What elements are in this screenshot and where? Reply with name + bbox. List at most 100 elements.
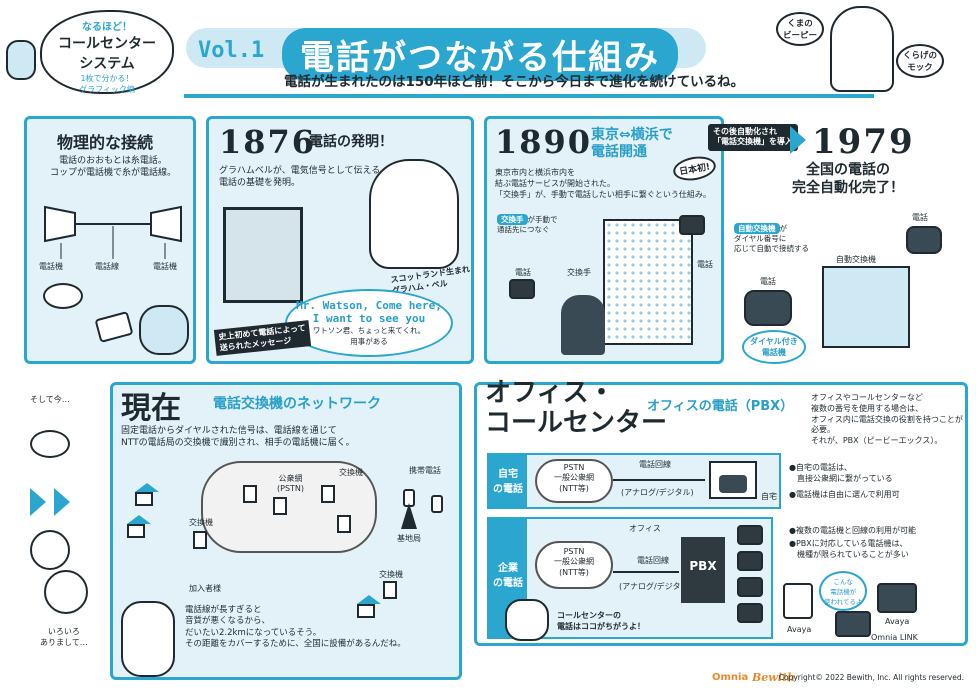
operator-badge: 交換手 xyxy=(497,214,528,225)
logo-line3: システム xyxy=(79,56,135,72)
home-phone-row: 自宅 の電話 PSTN 一般公衆網 (NTT等) 電話回線 (アナログ/デジタル… xyxy=(487,453,781,509)
physical-text: 電話のおおもとは糸電話。 コップが電話機で糸が電話線。 xyxy=(49,156,176,179)
pbx-box: PBX xyxy=(681,537,725,603)
home-line-label: 電話回線 xyxy=(639,460,671,469)
pstn-home: PSTN 一般公衆網 (NTT等) xyxy=(535,459,613,503)
switchboard-icon xyxy=(603,219,693,345)
page-title: 電話がつながる仕組み xyxy=(282,28,678,81)
cup-icon xyxy=(94,311,134,343)
physical-label-2: 電話線 xyxy=(95,262,119,271)
mobile-label: 携帯電話 xyxy=(409,466,441,475)
arrow-right-icon xyxy=(790,126,806,154)
exchange-desc-text: が ダイヤル番号に 応じて自動で接続する xyxy=(734,224,809,254)
jellyfish-side-icon xyxy=(30,430,80,500)
house-icon xyxy=(357,595,381,618)
home-bullet-2: ●電話機は自由に選んで利用可 xyxy=(789,490,900,499)
bewith-logo: Bewith xyxy=(752,671,796,684)
avaya-phone-icon xyxy=(783,583,813,619)
automation-note: その後自動化され 「電話交換機」を導入 xyxy=(708,124,798,151)
phone-l-label: 電話 xyxy=(760,277,776,286)
phone-tr-label: 電話 xyxy=(912,213,928,222)
home-line xyxy=(613,479,705,481)
dial-phone-caption: ダイヤル付き 電話機 xyxy=(742,330,806,364)
bear-character-icon xyxy=(830,6,894,92)
corp-line xyxy=(613,571,679,573)
logo-line2: コールセンター xyxy=(58,36,156,52)
logo-line4: 1枚で分かる！ xyxy=(80,74,134,83)
office-big-title: オフィス・ コールセンター xyxy=(485,378,668,438)
phone-left-icon xyxy=(509,279,535,299)
home-label: 自宅 xyxy=(761,492,777,501)
operator-figure-icon xyxy=(561,295,605,355)
operator-note-text: が手動で 通話先につなぐ xyxy=(497,215,558,234)
home-phone-label: 自宅 の電話 xyxy=(489,455,527,507)
now-big-title: 現在 xyxy=(121,391,181,426)
omnia-label: Omnia LINK xyxy=(871,633,918,642)
first-message-badge: 史上初めて電話によって 送られたメッセージ xyxy=(213,320,312,356)
exchange-desc: 自動交換機が ダイヤル番号に 応じて自動で接続する xyxy=(734,214,826,255)
logo-badge: なるほど！ コールセンター システム 1枚で分かる！ グラフィック編 xyxy=(40,10,174,94)
office-panel: オフィス・ コールセンター オフィスの電話（PBX） オフィスやコールセンターな… xyxy=(474,378,968,646)
text-1890-2: 結ぶ電話サービスが開始された。 xyxy=(495,179,615,188)
phone-left-label: 電話 xyxy=(515,268,531,277)
exchange-building-icon xyxy=(273,497,287,515)
phone-right-icon xyxy=(679,215,705,235)
office-desc: オフィスやコールセンターなど 複数の番号を使用する場合は、 オフィス内に電話交換… xyxy=(811,393,963,446)
home-bullet-1: ●自宅の電話は、 直接公衆網に繋がっている xyxy=(789,463,893,483)
corp-bullet-1: ●複数の電話機と回線の利用が可能 xyxy=(789,526,916,535)
now-side-label-2: いろいろ ありまして… xyxy=(40,627,88,647)
dial-phone-tr-icon xyxy=(906,226,942,254)
exchange-building-icon xyxy=(243,485,257,503)
year-1876: 1876 xyxy=(219,123,317,161)
physical-label-3: 電話機 xyxy=(153,262,177,271)
exchange-building-icon xyxy=(337,515,351,533)
mobile-phone-icon xyxy=(431,495,443,513)
year-1890: 1890 xyxy=(495,123,593,161)
clock-icon-2 xyxy=(44,570,88,614)
auto-exchange-label: 自動交換機 xyxy=(836,255,876,264)
office-title: オフィスの電話（PBX） xyxy=(647,399,794,414)
operator-label: 交換手 xyxy=(567,268,591,277)
avaya-label-2: Avaya xyxy=(885,617,910,626)
kuma-label: くまの ビーピー xyxy=(776,12,824,46)
pstn-corp: PSTN 一般公衆網 (NTT等) xyxy=(535,541,613,589)
title-1890: 東京⇔横浜で 電話開通 xyxy=(591,127,673,160)
physical-panel: 物理的な接続 電話のおおもとは糸電話。 コップが電話機で糸が電話線。 電話機 電… xyxy=(24,116,196,364)
pstn-label: 公衆網 (PSTN) xyxy=(277,474,305,493)
exchange-building-icon xyxy=(193,531,207,549)
quote-en: Mr. Watson, Come here; I want to see you xyxy=(296,299,442,325)
now-side-label: そして今… xyxy=(30,395,70,404)
bear-explanation: 電話線が長すぎると 音質が悪くなるから、 だいたい2.2kmになっているそう。 … xyxy=(185,605,406,650)
bear-explainer-icon xyxy=(121,601,175,677)
title-1979: 全国の電話の 完全自動化完了！ xyxy=(792,162,904,196)
avaya-label-1: Avaya xyxy=(787,625,812,634)
header-divider xyxy=(184,94,874,98)
subscriber-label: 加入者様 xyxy=(189,584,221,593)
moku-text: くらげの モック xyxy=(902,51,937,73)
physical-label-1: 電話機 xyxy=(39,262,63,271)
text-1890-1: 東京市内と横浜市内を xyxy=(495,168,575,177)
chevron-arrows-icon xyxy=(30,488,90,518)
clock-icon-1 xyxy=(30,530,70,570)
kuma-text: くまの ビーピー xyxy=(782,19,817,41)
text-1876: グラハムベルが、電気信号として伝える 電話の基礎を発明。 xyxy=(219,166,381,189)
home-house-icon xyxy=(709,461,757,499)
corp-phone-row: 企業 の電話 PSTN 一般公衆網 (NTT等) オフィス 電話回線 (アナログ… xyxy=(487,517,773,639)
omnia-link-phone-icon xyxy=(835,611,871,637)
corp-analog-label: (アナログ/デジタル) xyxy=(619,582,692,591)
year-1979: 1979 xyxy=(812,122,915,162)
exchange-building-icon xyxy=(383,581,397,599)
auto-exchange-icon xyxy=(822,266,910,348)
pstn-cloud xyxy=(201,461,377,553)
corp-bullet-2: ●PBXに対応している電話機は、 機種が限られていることが多い xyxy=(789,539,909,559)
home-analog-label: (アナログ/デジタル) xyxy=(621,488,694,497)
volume-label: Vol.1 xyxy=(198,38,265,63)
phone-bubble: こんな 電話機が 使われてるよ xyxy=(819,571,868,611)
japan-first-badge: 日本初! xyxy=(671,153,718,184)
logo-line5: グラフィック編 xyxy=(79,85,135,94)
bear-mascot-icon xyxy=(6,40,36,80)
bear-listening-icon xyxy=(139,305,189,355)
page-subtitle: 電話が生まれたのは150年ほど前！そこから今日まで進化を続けているね。 xyxy=(284,74,745,90)
house-icon xyxy=(135,483,159,506)
telephone-device-icon xyxy=(223,207,303,303)
